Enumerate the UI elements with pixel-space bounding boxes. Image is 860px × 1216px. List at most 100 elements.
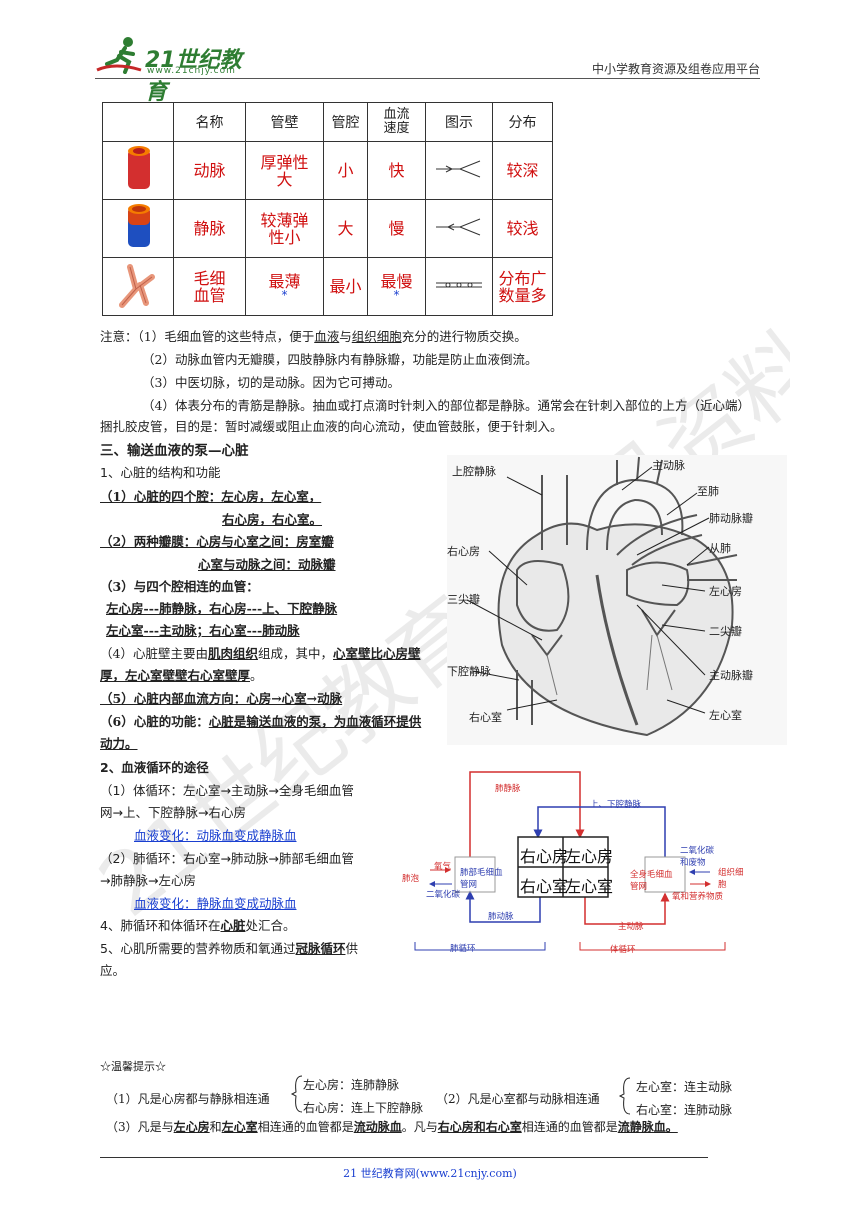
section-title: 三、输送血液的泵—心脏 (100, 443, 249, 459)
vein-diagram (425, 199, 493, 258)
label-inferior-vena-cava: 下腔静脉 (447, 665, 491, 678)
circ-lung-capillary: 肺部毛细血管网 (460, 868, 503, 890)
table-header-row: 名称 管壁 管腔 血流速度 图示 分布 (102, 102, 553, 142)
label-superior-vena-cava: 上腔静脉 (452, 465, 496, 478)
circ-alveoli: 肺泡 (402, 874, 420, 884)
heart-valves: （2）两种瓣膜：心房与心室之间：房室瓣 (100, 534, 334, 549)
label-mitral: 二尖瓣 (709, 625, 742, 638)
table-header-cell: 图示 (425, 102, 493, 142)
circ-left-ventricle: 左心室 (565, 877, 614, 896)
heart-function: （6）心脏的功能：心脏是输送血液的泵，为血液循环提供 (100, 714, 422, 729)
brace-icon (618, 1077, 631, 1115)
footer-text: 21 世纪教育网(www.21cnjy.com) (343, 1167, 517, 1180)
label-left-atrium: 左心房 (709, 585, 742, 598)
coronary-circulation-2: 应。 (100, 963, 126, 978)
capillary-icon (119, 264, 155, 308)
circulation-arrows (414, 771, 726, 951)
vessel-wall: 厚弹性大 (245, 141, 324, 200)
heart-chambers-2: 右心房，右心室。 (222, 512, 323, 527)
systemic-circulation-2: 网→上、下腔静脉→右心房 (100, 805, 246, 820)
circ-co2-waste: 二氧化碳和废物 (680, 846, 715, 868)
circulation-diagram: 肺静脉 上、下腔静脉 右心房 左心房 右心室 左心室 肺泡 氧气 二氧化碳 肺部… (390, 762, 760, 962)
pulmonary-circulation: （2）肺循环：右心室→肺动脉→肺部毛细血管 (100, 851, 354, 866)
vessels-atria: 左心房---肺静脉，右心房---上、下腔静脉 (106, 601, 338, 616)
tip-2a: 左心室：连主动脉 (636, 1080, 733, 1094)
label-aorta: 主动脉 (652, 459, 685, 472)
vessel-wall: 最薄* (245, 257, 324, 316)
circ-aorta: 主动脉 (618, 922, 644, 932)
table-header-cell: 血流速度 (367, 102, 426, 142)
circ-tissue-cells: 组织细胞 (718, 868, 744, 890)
vessel-wall: 较薄弹性小 (245, 199, 324, 258)
vessel-name: 动脉 (173, 141, 246, 200)
vessel-lumen: 最小 (323, 257, 368, 316)
table-row: 毛细血管 最薄* 最小 最慢* 分布广数量多 (102, 257, 553, 316)
connected-vessels: （3）与四个腔相连的血管： (100, 579, 259, 594)
vessel-comparison-table: 名称 管壁 管腔 血流速度 图示 分布 动脉 厚弹性大 小 快 较深 (102, 102, 553, 316)
platform-name: 中小学教育资源及组卷应用平台 (591, 62, 760, 76)
heart-chambers: （1）心脏的四个腔：左心房，左心室， (100, 489, 322, 504)
tip-1b: 右心房：连上下腔静脉 (303, 1101, 424, 1115)
circ-body-capillary: 全身毛细血管网 (630, 870, 673, 892)
table-header-cell: 分布 (492, 102, 553, 142)
vessel-speed: 慢 (367, 199, 426, 258)
note-2: （2）动脉血管内无瓣膜，四肢静脉内有静脉瓣，功能是防止血液倒流。 (142, 352, 538, 367)
vessel-name: 毛细血管 (173, 257, 246, 316)
subsection-1: 1、心脏的结构和功能 (100, 465, 221, 480)
brace-icon (290, 1075, 303, 1113)
page-header: 21世纪教育 www.21cnjy.com 中小学教育资源及组卷应用平台 (95, 30, 760, 105)
heart-wall-2: 厚，左心室壁壁右心室壁厚。 (100, 668, 263, 683)
vessels-ventricles: 左心室---主动脉；右心室---肺动脉 (106, 623, 300, 638)
heart-valves-2: 心室与动脉之间：动脉瓣 (198, 557, 336, 572)
label-to-lung: 至肺 (697, 485, 719, 498)
vessel-speed: 最慢* (367, 257, 426, 316)
label-right-atrium: 右心房 (447, 545, 480, 558)
table-header-cell: 管壁 (245, 102, 324, 142)
label-aortic-valve: 主动脉瓣 (709, 669, 753, 682)
artery-diagram (425, 141, 493, 200)
table-header-cell (102, 102, 174, 142)
heart-drawing (447, 455, 787, 745)
table-row: 动脉 厚弹性大 小 快 较深 (102, 141, 553, 200)
vein-image (102, 199, 174, 258)
label-tricuspid: 三尖瓣 (447, 593, 480, 606)
circ-pulmonary-vein: 肺静脉 (495, 784, 521, 794)
pulmonary-circulation-2: →肺静脉→左心房 (100, 873, 196, 888)
vessel-distribution: 较深 (492, 141, 553, 200)
header-divider (95, 78, 760, 79)
table-header-cell: 名称 (173, 102, 246, 142)
pulmonary-change: 血液变化：静脉血变成动脉血 (134, 896, 297, 911)
subsection-2: 2、血液循环的途径 (100, 760, 209, 775)
tip-1a: 左心房：连肺静脉 (303, 1078, 400, 1092)
circ-oxygen: 氧气 (434, 862, 452, 872)
logo: 21世纪教育 www.21cnjy.com (95, 30, 255, 105)
runner-icon (96, 37, 142, 74)
heart-wall: （4）心脏壁主要由肌肉组织组成，其中，心室壁比心房壁 (100, 646, 421, 661)
vessel-speed: 快 (367, 141, 426, 200)
circ-systemic-loop: 体循环 (610, 945, 636, 955)
label-pulmonary-valve: 肺动脉瓣 (709, 512, 753, 525)
logo-url: www.21cnjy.com (147, 66, 236, 76)
heart-diagram: 上腔静脉 主动脉 至肺 肺动脉瓣 从肺 右心房 左心房 三尖瓣 二尖瓣 下腔静脉… (447, 455, 787, 745)
capillary-line-icon (436, 282, 482, 288)
blood-flow-direction: （5）心脏内部血流方向：心房→心室→动脉 (100, 691, 343, 706)
label-left-ventricle: 左心室 (709, 709, 742, 722)
systemic-circulation: （1）体循环：左心室→主动脉→全身毛细血管 (100, 783, 354, 798)
vessel-distribution: 较浅 (492, 199, 553, 258)
tip-3: （3）凡是与左心房和左心室相连通的血管都是流动脉血。凡与右心房和右心室相连通的血… (106, 1120, 678, 1134)
circ-left-atrium: 左心房 (565, 847, 614, 866)
note-3: （3）中医切脉，切的是动脉。因为它可搏动。 (142, 375, 400, 390)
circulation-junction: 4、肺循环和体循环在心脏处汇合。 (100, 918, 296, 933)
tip-2: （2）凡是心室都与动脉相连通 (436, 1092, 600, 1106)
table-row: 静脉 较薄弹性小 大 慢 较浅 (102, 199, 553, 258)
heart-function-2: 动力。 (100, 736, 138, 751)
circ-right-ventricle: 右心室 (520, 877, 569, 896)
tips-title: ☆温馨提示☆ (100, 1060, 166, 1073)
note-4a: （4）体表分布的青筋是静脉。抽血或打点滴时针刺入的部位都是静脉。通常会在针刺入部… (142, 398, 750, 413)
vein-branch-icon (436, 218, 481, 236)
capillary-diagram (425, 257, 493, 316)
artery-image (102, 141, 174, 200)
tip-2b: 右心室：连肺动脉 (636, 1103, 733, 1117)
systemic-change: 血液变化：动脉血变成静脉血 (134, 828, 297, 843)
circ-pulmonary-loop: 肺循环 (450, 944, 476, 954)
